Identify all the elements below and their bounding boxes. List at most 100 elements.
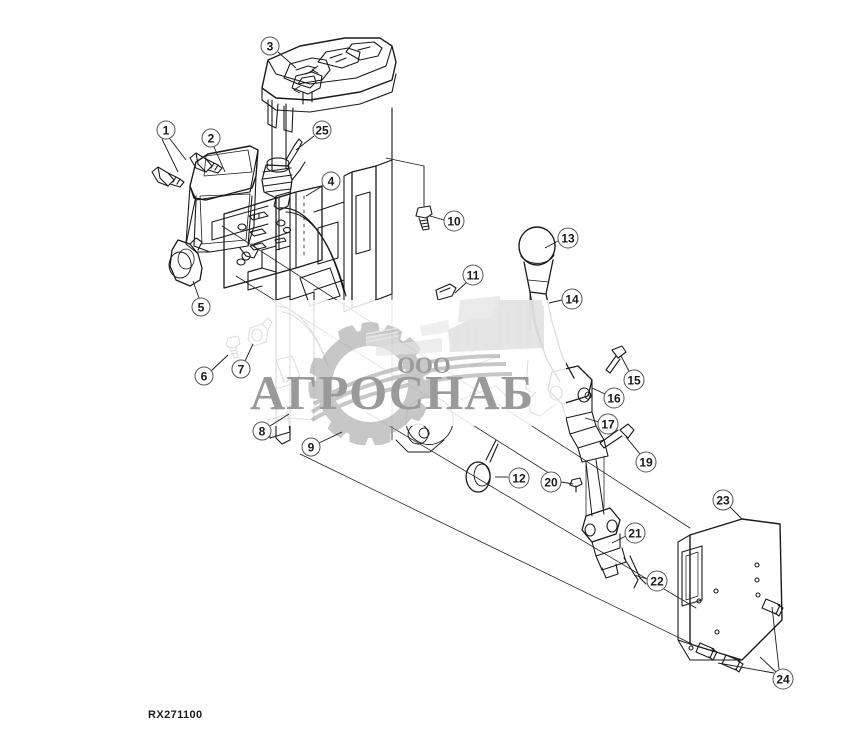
callout-leader-2 (213, 146, 226, 173)
callout-23: 23 (712, 489, 743, 520)
callout-leader-11 (454, 281, 468, 294)
callout-6: 6 (194, 354, 229, 386)
callout-leader-3 (277, 51, 297, 69)
callout-leader-23 (729, 506, 743, 520)
part-shift-linkage-joint (581, 459, 627, 579)
part-bracket-hook (168, 237, 203, 287)
callout-number-4: 4 (328, 175, 335, 189)
callout-leader-1 (169, 138, 187, 161)
callout-number-9: 9 (308, 441, 315, 455)
part-clip-11 (435, 283, 457, 301)
callout-bubble-16 (603, 387, 625, 409)
callout-13: 13 (544, 227, 579, 249)
callout-bubble-22 (646, 570, 668, 592)
callout-bubble-11 (462, 264, 484, 286)
callout-number-23: 23 (716, 494, 730, 508)
callout-leader-25 (295, 135, 315, 151)
callout-leader-20 (560, 481, 574, 485)
callout-10: 10 (429, 210, 465, 232)
callout-9: 9 (301, 431, 343, 457)
callout-number-6: 6 (201, 370, 208, 384)
callout-leader-8 (269, 413, 290, 427)
callout-bubble-19 (635, 451, 657, 473)
callout-leader-5 (192, 280, 200, 299)
callout-16: 16 (591, 387, 625, 409)
callout-bubble-15 (623, 369, 645, 391)
callout-leader-14 (548, 299, 563, 304)
callout-bubble-7 (231, 359, 251, 379)
part-control-panel-plate (223, 185, 323, 289)
part-pivot-bolt (599, 423, 635, 449)
watermark-company-form: ООО (397, 353, 451, 378)
callout-leader-6 (210, 354, 229, 372)
callout-bubble-20 (540, 471, 562, 493)
callout-number-13: 13 (561, 232, 575, 246)
callout-number-8: 8 (259, 425, 266, 439)
part-shift-pattern-console (261, 37, 397, 133)
callout-bubble-1 (156, 120, 176, 140)
part-retaining-ring (465, 439, 499, 493)
callout-bubble-25 (312, 120, 332, 140)
watermark-agrosnab: ООО АГРОСНАБ (176, 296, 566, 446)
callout-leader-10 (429, 215, 445, 221)
callout-leader-1 (161, 138, 179, 173)
callout-24: 24 (717, 606, 794, 690)
callout-leader-22 (633, 574, 648, 580)
callout-leader-16 (591, 387, 606, 395)
callout-22: 22 (633, 570, 668, 592)
callout-number-21: 21 (628, 527, 642, 541)
callout-bubble-13 (557, 227, 579, 249)
figure-code-label: RX271100 (148, 709, 203, 721)
callout-5: 5 (191, 280, 211, 317)
callout-number-22: 22 (650, 575, 664, 589)
callout-bubble-24 (772, 668, 794, 690)
callout-bubble-3 (260, 36, 280, 56)
callout-number-25: 25 (315, 124, 329, 138)
part-cap-screw-1b (189, 152, 223, 174)
callout-number-24: 24 (776, 673, 790, 687)
callout-leader-13 (544, 240, 559, 249)
callout-leader-24 (759, 656, 777, 673)
callout-17: 17 (584, 413, 619, 435)
callout-2: 2 (201, 128, 226, 173)
callout-leader-7 (244, 343, 254, 362)
callout-number-15: 15 (627, 374, 641, 388)
callout-leader-17 (584, 417, 600, 423)
callout-4: 4 (305, 171, 341, 197)
callout-21: 21 (611, 522, 646, 544)
callout-leader-24 (771, 606, 780, 670)
callout-number-14: 14 (565, 293, 579, 307)
callout-1: 1 (156, 120, 187, 173)
part-shift-lever-knob (518, 226, 556, 295)
callout-leader-15 (620, 355, 630, 372)
callout-leader-24 (717, 662, 775, 674)
callout-bubble-4 (321, 171, 341, 191)
callout-3: 3 (260, 36, 297, 69)
callout-20: 20 (540, 471, 574, 493)
callout-bubble-17 (597, 413, 619, 435)
callout-number-7: 7 (238, 363, 245, 377)
callout-leader-9 (318, 431, 343, 444)
part-cap-screw-1a (151, 166, 185, 188)
gear-icon (308, 322, 432, 446)
callout-bubble-6 (194, 366, 214, 386)
callout-bubble-2 (201, 128, 221, 148)
callout-leader-4 (305, 184, 325, 197)
callout-19: 19 (625, 436, 657, 473)
callout-number-11: 11 (467, 269, 480, 283)
callout-bubble-23 (712, 489, 734, 511)
callout-number-17: 17 (601, 418, 615, 432)
callout-8: 8 (252, 413, 290, 441)
watermark-company-name: АГРОСНАБ (250, 365, 534, 420)
callout-number-1: 1 (163, 124, 170, 138)
callout-number-16: 16 (607, 392, 621, 406)
callout-number-5: 5 (198, 301, 205, 315)
callout-7: 7 (231, 343, 254, 379)
callout-25: 25 (295, 120, 332, 151)
part-grease-fitting (569, 477, 583, 493)
callout-bubble-5 (191, 297, 211, 317)
callout-number-3: 3 (267, 40, 274, 54)
callout-number-10: 10 (447, 215, 461, 229)
